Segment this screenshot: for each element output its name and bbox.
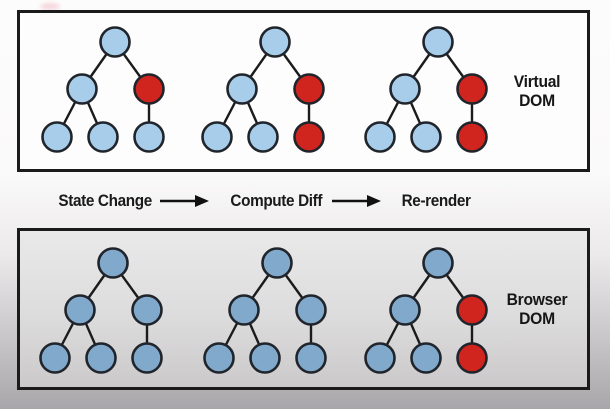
virtual-dom-label: Virtual DOM	[493, 72, 581, 110]
tree-node-unchanged	[422, 247, 454, 279]
tree-node-unchanged	[87, 121, 119, 153]
tree-node-unchanged	[99, 26, 131, 58]
tree-node-unchanged	[133, 121, 165, 153]
tree-node-changed	[133, 73, 165, 105]
tree-node-unchanged	[247, 121, 279, 153]
artifact-smudge	[40, 3, 60, 10]
browser-dom-label: Browser DOM	[493, 290, 581, 328]
arrow-right-icon	[160, 195, 209, 207]
tree-node-unchanged	[364, 121, 396, 153]
tree-node-unchanged	[422, 26, 454, 58]
tree-node-changed	[456, 121, 488, 153]
tree-node-unchanged	[39, 342, 71, 374]
tree-node-unchanged	[410, 342, 442, 374]
tree-node-changed	[293, 121, 325, 153]
tree-node-changed	[456, 342, 488, 374]
tree-node-unchanged	[259, 26, 291, 58]
tree-node-unchanged	[364, 342, 396, 374]
browser-dom-label-line1: Browser	[506, 290, 568, 309]
tree-node-unchanged	[295, 294, 327, 326]
tree-node-changed	[456, 294, 488, 326]
tree-node-unchanged	[64, 294, 96, 326]
tree-node-unchanged	[389, 294, 421, 326]
virtual-dom-trees	[41, 26, 488, 153]
virtual-dom-label-line1: Virtual	[513, 72, 561, 91]
virtual-dom-panel: Virtual DOM	[17, 10, 590, 172]
tree-node-unchanged	[228, 294, 260, 326]
flow-step-re-render: Re-render	[401, 191, 471, 210]
tree-node-unchanged	[66, 73, 98, 105]
browser-dom-trees	[39, 247, 488, 374]
tree-node-unchanged	[226, 73, 258, 105]
virtual-dom-label-line2: DOM	[519, 91, 555, 110]
tree-node-unchanged	[131, 342, 163, 374]
tree-node-unchanged	[41, 121, 73, 153]
arrow-right-icon	[332, 195, 381, 207]
tree-node-unchanged	[249, 342, 281, 374]
tree-node-unchanged	[97, 247, 129, 279]
tree-node-unchanged	[389, 73, 421, 105]
tree-node-unchanged	[85, 342, 117, 374]
process-flow: State Change Compute Diff Re-render	[0, 188, 610, 214]
browser-dom-panel: Browser DOM	[17, 228, 590, 390]
flow-step-state-change: State Change	[58, 191, 152, 210]
tree-node-unchanged	[295, 342, 327, 374]
flow-step-compute-diff: Compute Diff	[230, 191, 323, 210]
tree-node-unchanged	[131, 294, 163, 326]
tree-node-changed	[293, 73, 325, 105]
browser-dom-label-line2: DOM	[519, 309, 555, 328]
tree-node-unchanged	[203, 342, 235, 374]
tree-node-unchanged	[261, 247, 293, 279]
tree-node-unchanged	[410, 121, 442, 153]
tree-node-changed	[456, 73, 488, 105]
tree-node-unchanged	[201, 121, 233, 153]
